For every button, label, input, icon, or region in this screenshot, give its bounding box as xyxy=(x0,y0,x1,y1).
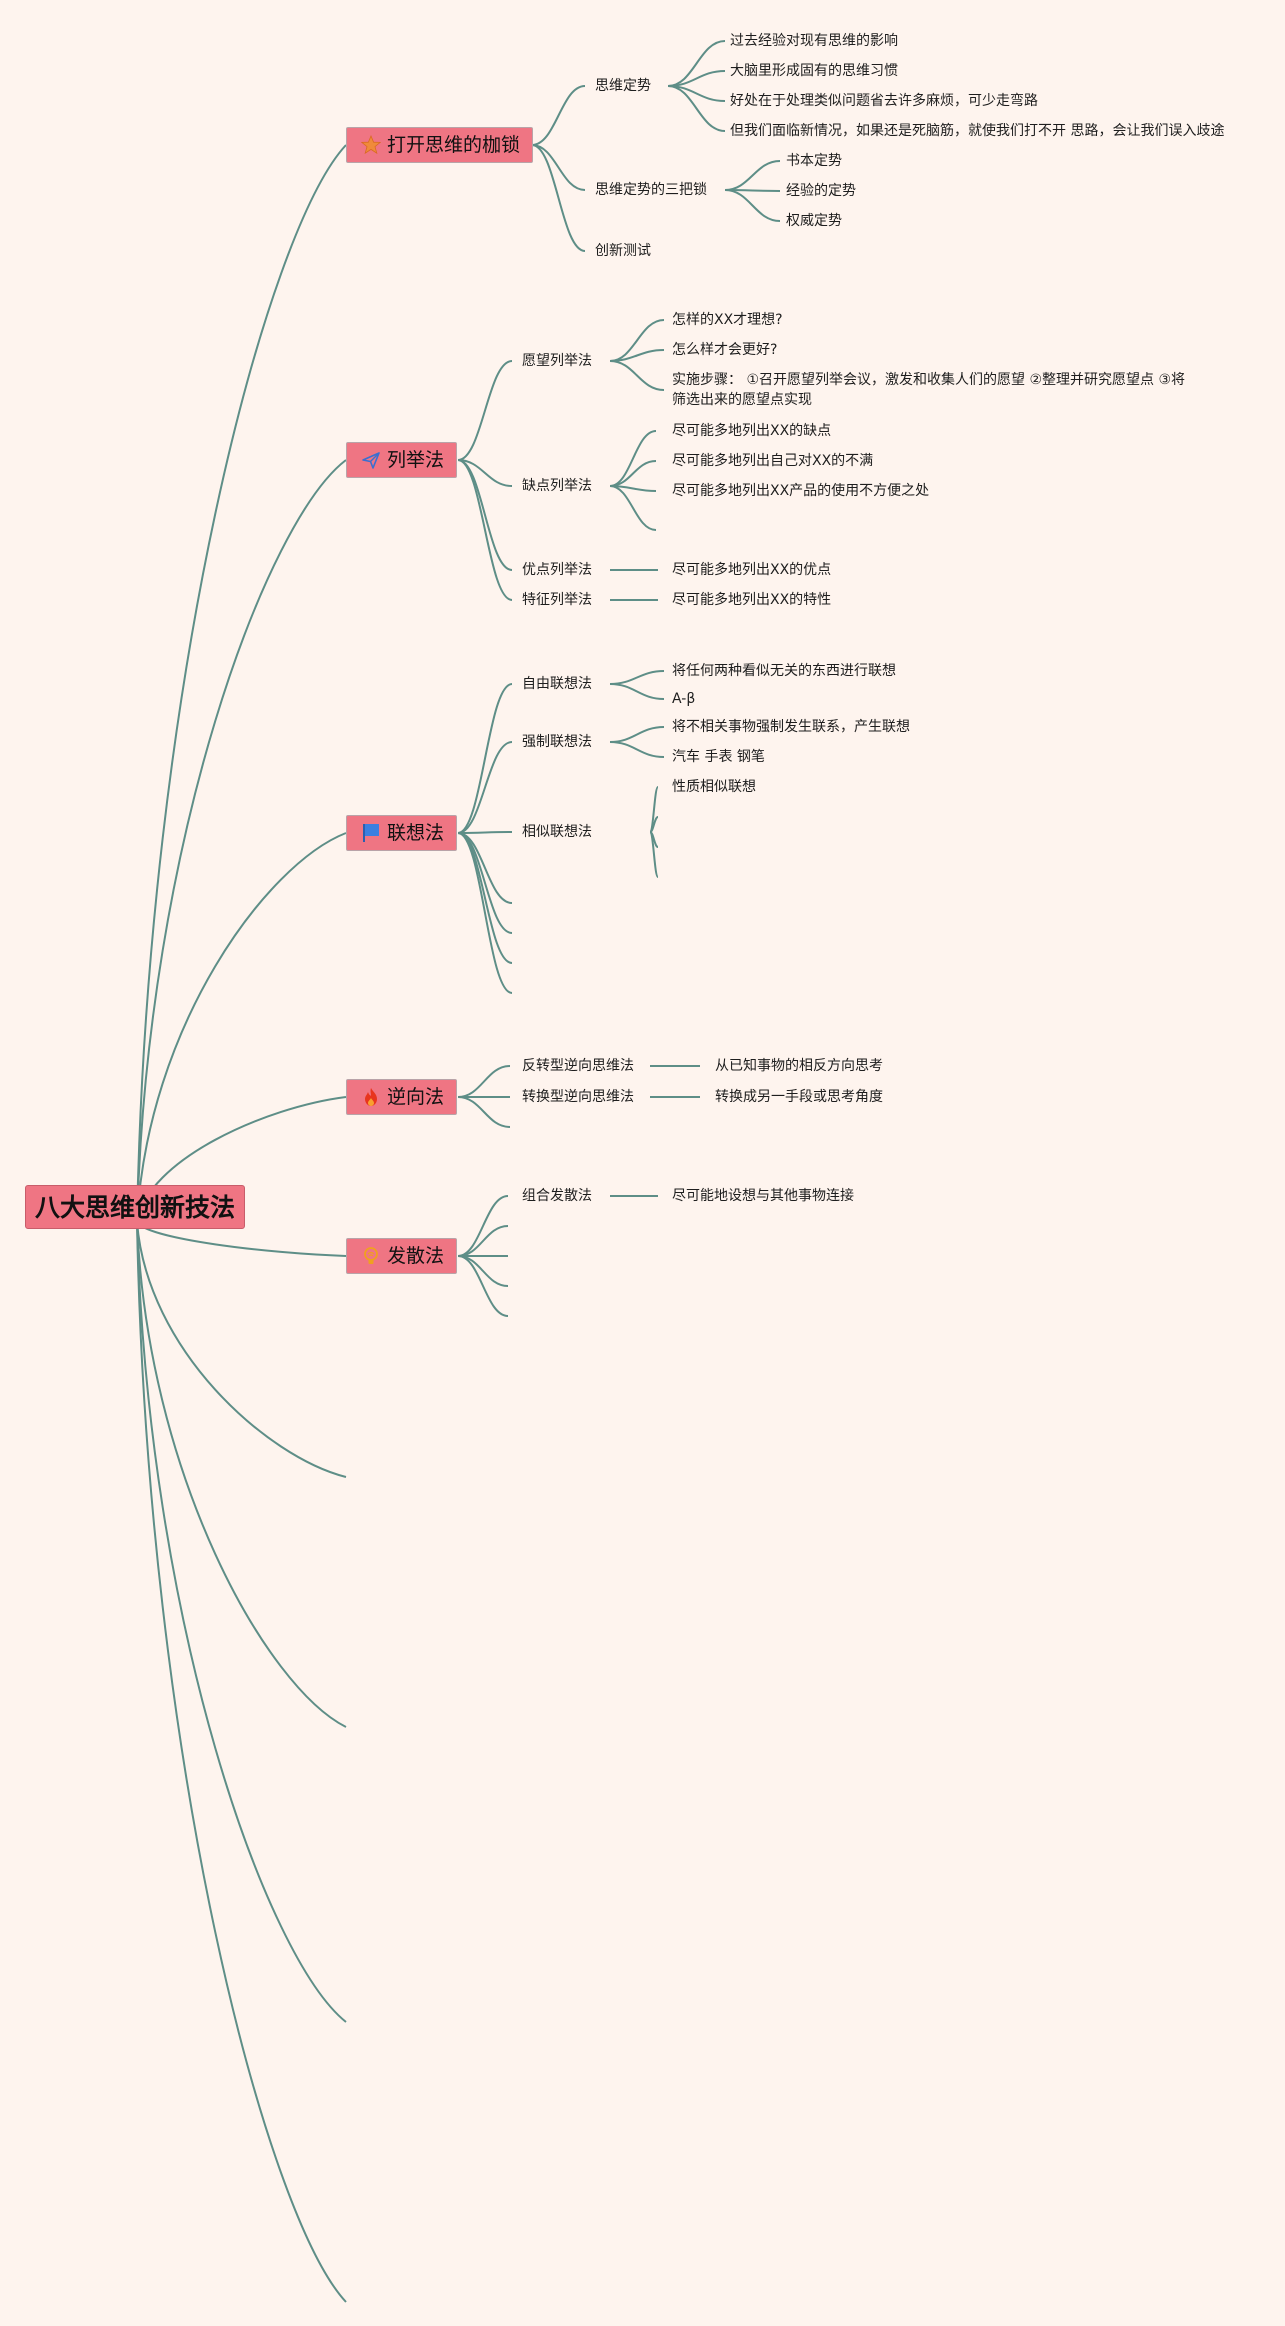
c2-link-1 xyxy=(457,741,513,834)
c0-s1-link-2 xyxy=(724,189,781,222)
c2-s0-link-0 xyxy=(609,670,665,685)
subtopic-wish-listing[interactable]: 愿望列举法 xyxy=(522,353,592,369)
leaf-node[interactable]: 好处在于处理类似问题省去许多麻烦，可少走弯路 xyxy=(730,93,1038,109)
c4-link-0 xyxy=(457,1195,509,1257)
subtopic-defect-listing[interactable]: 缺点列举法 xyxy=(522,478,592,494)
category-label: 发散法 xyxy=(387,1245,445,1267)
root-link-1 xyxy=(136,459,347,1223)
category-label: 联想法 xyxy=(387,822,445,844)
category-reverse[interactable]: 逆向法 xyxy=(346,1079,458,1115)
root-link-6 xyxy=(136,1221,347,1728)
leaf-node[interactable]: 尽可能多地列出自己对XX的不满 xyxy=(672,453,874,469)
leaf-node[interactable]: 经验的定势 xyxy=(786,183,856,199)
leaf-node[interactable]: 但我们面临新情况，如果还是死脑筋，就使我们打不开 思路，会让我们误入歧途 xyxy=(730,123,1225,139)
category-divergent[interactable]: 发散法 xyxy=(346,1238,458,1274)
c2-s2-link-3 xyxy=(649,831,659,878)
category-open-mind[interactable]: 打开思维的枷锁 xyxy=(346,127,534,163)
leaf-node[interactable]: 尽可能地设想与其他事物连接 xyxy=(672,1188,854,1204)
subtopic-reversal-thinking[interactable]: 反转型逆向思维法 xyxy=(522,1058,634,1074)
category-label: 逆向法 xyxy=(387,1086,445,1108)
leaf-node[interactable]: 大脑里形成固有的思维习惯 xyxy=(730,63,898,79)
leaf-node[interactable]: 汽车 手表 钢笔 xyxy=(672,749,765,765)
subtopic-three-locks[interactable]: 思维定势的三把锁 xyxy=(595,182,707,198)
leaf-node[interactable]: 转换成另一手段或思考角度 xyxy=(715,1089,883,1105)
root-link-7 xyxy=(136,1221,347,2023)
root-link-0 xyxy=(136,144,347,1223)
leaf-node-steps[interactable]: 实施步骤： ①召开愿望列举会议，激发和收集人们的愿望 ②整理并研究愿望点 ③将筛… xyxy=(672,372,1186,408)
c2-link-5 xyxy=(457,832,513,964)
subtopic-conversion-thinking[interactable]: 转换型逆向思维法 xyxy=(522,1089,634,1105)
c3-link-2 xyxy=(457,1096,511,1128)
c2-s1-link-1 xyxy=(609,741,665,758)
c1-link-1 xyxy=(457,459,513,487)
subtopic-merit-listing[interactable]: 优点列举法 xyxy=(522,562,592,578)
subtopic-combination-divergent[interactable]: 组合发散法 xyxy=(522,1188,592,1204)
c1-link-0 xyxy=(457,360,513,461)
subtopic-feature-listing[interactable]: 特征列举法 xyxy=(522,592,592,608)
root-link-8 xyxy=(136,1221,347,2303)
leaf-node[interactable]: 将不相关事物强制发生联系，产生联想 xyxy=(672,719,910,735)
root-topic[interactable]: 八大思维创新技法 xyxy=(25,1185,245,1229)
c0-link-2 xyxy=(531,144,586,252)
subtopic-innovation-test[interactable]: 创新测试 xyxy=(595,243,651,259)
leaf-node[interactable]: A-β xyxy=(672,691,696,707)
leaf-node[interactable]: 性质相似联想 xyxy=(672,779,756,795)
subtopic-free-association[interactable]: 自由联想法 xyxy=(522,676,592,692)
c1-s0-link-2 xyxy=(609,360,665,391)
category-label: 列举法 xyxy=(387,449,445,471)
c1-s1-link-1 xyxy=(609,460,657,487)
c2-s1-link-0 xyxy=(609,726,665,743)
subtopic-thinking-set[interactable]: 思维定势 xyxy=(595,78,651,94)
flag-icon xyxy=(361,823,381,843)
c1-s1-link-0 xyxy=(609,430,657,487)
category-listing[interactable]: 列举法 xyxy=(346,442,458,478)
c2-link-2 xyxy=(457,831,513,834)
c2-link-6 xyxy=(457,832,513,994)
leaf-node[interactable]: 怎么样才会更好? xyxy=(672,342,778,358)
fire-icon xyxy=(361,1087,381,1107)
leaf-node[interactable]: 尽可能多地列出XX的特性 xyxy=(672,592,832,608)
c1-link-2 xyxy=(457,459,513,571)
c0-link-1 xyxy=(531,144,586,191)
c2-link-0 xyxy=(457,683,513,834)
category-association[interactable]: 联想法 xyxy=(346,815,458,851)
c4-link-4 xyxy=(457,1255,509,1317)
leaf-node[interactable]: 尽可能多地列出XX产品的使用不方便之处 xyxy=(672,483,930,499)
category-label: 打开思维的枷锁 xyxy=(387,134,521,156)
leaf-node[interactable]: 怎样的XX才理想? xyxy=(672,312,783,328)
c2-s2-link-1 xyxy=(649,816,659,833)
leaf-node[interactable]: 书本定势 xyxy=(786,153,842,169)
leaf-node[interactable]: 将任何两种看似无关的东西进行联想 xyxy=(672,663,896,679)
leaf-node[interactable]: 尽可能多地列出XX的缺点 xyxy=(672,423,832,439)
c0-s0-link-3 xyxy=(667,85,726,132)
lightbulb-icon xyxy=(361,1246,381,1266)
c1-link-3 xyxy=(457,459,513,601)
leaf-node[interactable]: 权威定势 xyxy=(786,213,842,229)
c4-link-3 xyxy=(457,1255,509,1287)
subtopic-forced-association[interactable]: 强制联想法 xyxy=(522,734,592,750)
subtopic-similar-association[interactable]: 相似联想法 xyxy=(522,824,592,840)
c4-link-1 xyxy=(457,1225,509,1257)
root-link-5 xyxy=(136,1221,347,1478)
c0-s1-link-0 xyxy=(724,160,781,191)
leaf-node[interactable]: 过去经验对现有思维的影响 xyxy=(730,33,898,49)
c1-s1-link-3 xyxy=(609,485,657,531)
c2-link-3 xyxy=(457,832,513,904)
root-link-2 xyxy=(136,832,347,1223)
c2-s0-link-1 xyxy=(609,683,665,700)
c3-link-0 xyxy=(457,1065,511,1098)
leaf-node[interactable]: 尽可能多地列出XX的优点 xyxy=(672,562,832,578)
leaf-node[interactable]: 从已知事物的相反方向思考 xyxy=(715,1058,883,1074)
c0-link-0 xyxy=(531,85,586,146)
star-icon xyxy=(361,135,381,155)
paper-plane-icon xyxy=(361,450,381,470)
